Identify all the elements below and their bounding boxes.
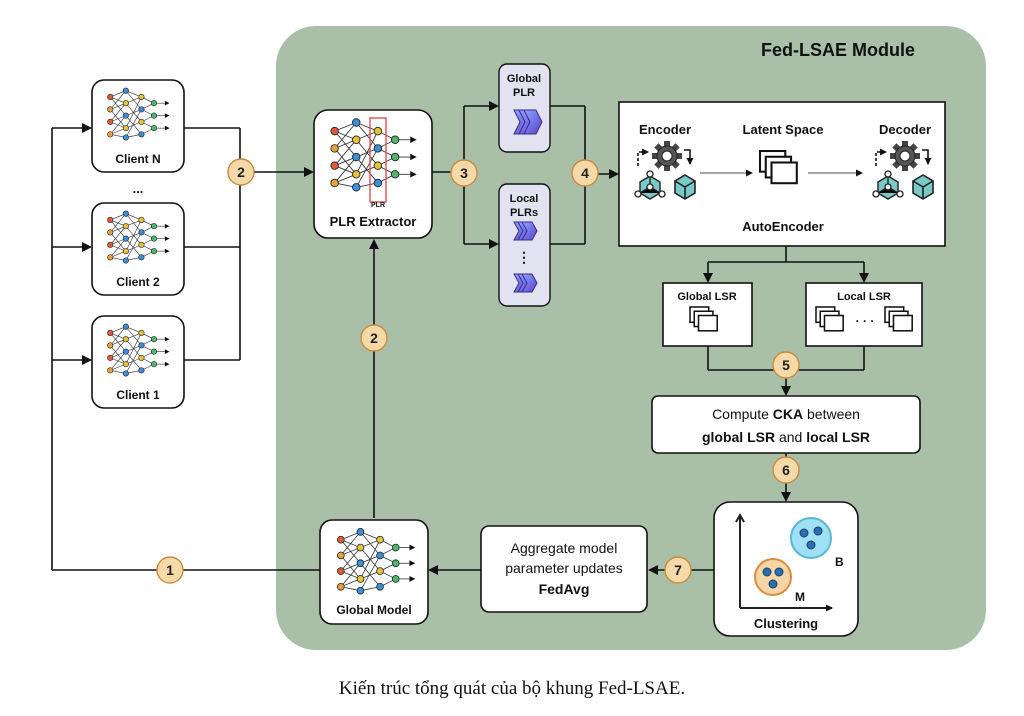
autoencoder-node: Encoder Latent Space Decoder AutoEncoder	[618, 101, 946, 247]
cka-node: Compute CKA between global LSR and local…	[651, 395, 921, 454]
local-lsr-dots: · · ·	[856, 314, 875, 328]
local-plrs-dots: ⋮	[517, 249, 531, 265]
clustering-node: B M Clustering	[713, 501, 859, 637]
client-2-node: Client 2	[91, 202, 185, 296]
aggregate-line2: parameter updates	[505, 560, 623, 576]
decoder-icon	[872, 140, 934, 200]
svg-text:3: 3	[460, 165, 468, 181]
clients-ellipsis: ...	[133, 181, 144, 196]
global-lsr-label: Global LSR	[677, 291, 736, 303]
plr-extractor-node: PLR PLR Extractor	[313, 109, 433, 239]
decoder-label: Decoder	[879, 122, 931, 137]
svg-text:2: 2	[237, 164, 245, 180]
client-1-label: Client 1	[116, 388, 160, 402]
global-lsr-node: Global LSR	[662, 282, 753, 347]
clustering-plot-icon	[735, 512, 833, 612]
step-1-badge: 1	[156, 556, 184, 584]
step-2-badge-vertical: 2	[360, 324, 388, 352]
module-title: Fed-LSAE Module	[761, 40, 915, 60]
latent-space-icon	[758, 149, 798, 185]
step-3-badge: 3	[450, 159, 478, 187]
client-1-node: Client 1	[91, 315, 185, 409]
cluster-b-label: B	[835, 555, 844, 569]
client-n-label: Client N	[115, 152, 160, 166]
svg-text:1: 1	[166, 562, 174, 578]
encoder-icon	[634, 140, 696, 200]
aggregate-node: Aggregate model parameter updates FedAvg	[480, 525, 648, 613]
plr-tag: PLR	[371, 202, 385, 209]
latent-space-label: Latent Space	[743, 122, 824, 137]
step-circles: 1 2 2 3 4 5 6 7	[156, 158, 800, 584]
local-lsr-node: Local LSR · · ·	[805, 282, 923, 347]
encoder-label: Encoder	[639, 122, 691, 137]
global-model-label: Global Model	[336, 603, 411, 617]
global-plr-line1: Global	[507, 73, 541, 85]
aggregate-line1: Aggregate model	[511, 540, 618, 556]
cka-line1: Compute CKA between	[712, 406, 860, 422]
client-2-label: Client 2	[116, 275, 160, 289]
figure-caption: Kiến trúc tổng quát của bộ khung Fed-LSA…	[339, 678, 685, 699]
plr-highlight-box	[369, 117, 387, 203]
local-plrs-node: Local PLRs ⋮	[498, 183, 551, 307]
cka-line2: global LSR and local LSR	[702, 429, 870, 445]
local-lsr-label: Local LSR	[837, 291, 891, 303]
svg-text:2: 2	[370, 330, 378, 346]
svg-text:6: 6	[782, 462, 790, 478]
aggregate-line3: FedAvg	[539, 581, 590, 597]
step-7-badge: 7	[664, 556, 692, 584]
global-plr-line2: PLR	[513, 87, 535, 99]
global-lsr-icon	[689, 306, 718, 332]
cluster-m-label: M	[795, 590, 805, 604]
autoencoder-title: AutoEncoder	[742, 219, 824, 234]
local-plrs-line1: Local	[510, 193, 539, 205]
step-2-badge-top: 2	[227, 158, 255, 186]
connectors	[51, 101, 869, 575]
local-lsr-icon-left	[815, 306, 844, 332]
plr-extractor-label: PLR Extractor	[330, 214, 417, 229]
global-plr-node: Global PLR	[498, 63, 551, 153]
local-lsr-icon-right	[884, 306, 913, 332]
svg-text:4: 4	[581, 165, 589, 181]
step-6-badge: 6	[772, 456, 800, 484]
global-plr-layers-icon	[513, 109, 543, 135]
global-model-node: Global Model	[319, 519, 429, 625]
local-plrs-line2: PLRs	[510, 207, 538, 219]
clustering-label: Clustering	[754, 616, 818, 631]
local-plr-layers-icon-top	[513, 221, 538, 241]
step-4-badge: 4	[571, 159, 599, 187]
step-5-badge: 5	[772, 351, 800, 379]
svg-text:5: 5	[782, 357, 790, 373]
local-plr-layers-icon-bottom	[513, 273, 538, 293]
client-n-node: Client N	[91, 79, 185, 173]
svg-text:7: 7	[674, 562, 682, 578]
